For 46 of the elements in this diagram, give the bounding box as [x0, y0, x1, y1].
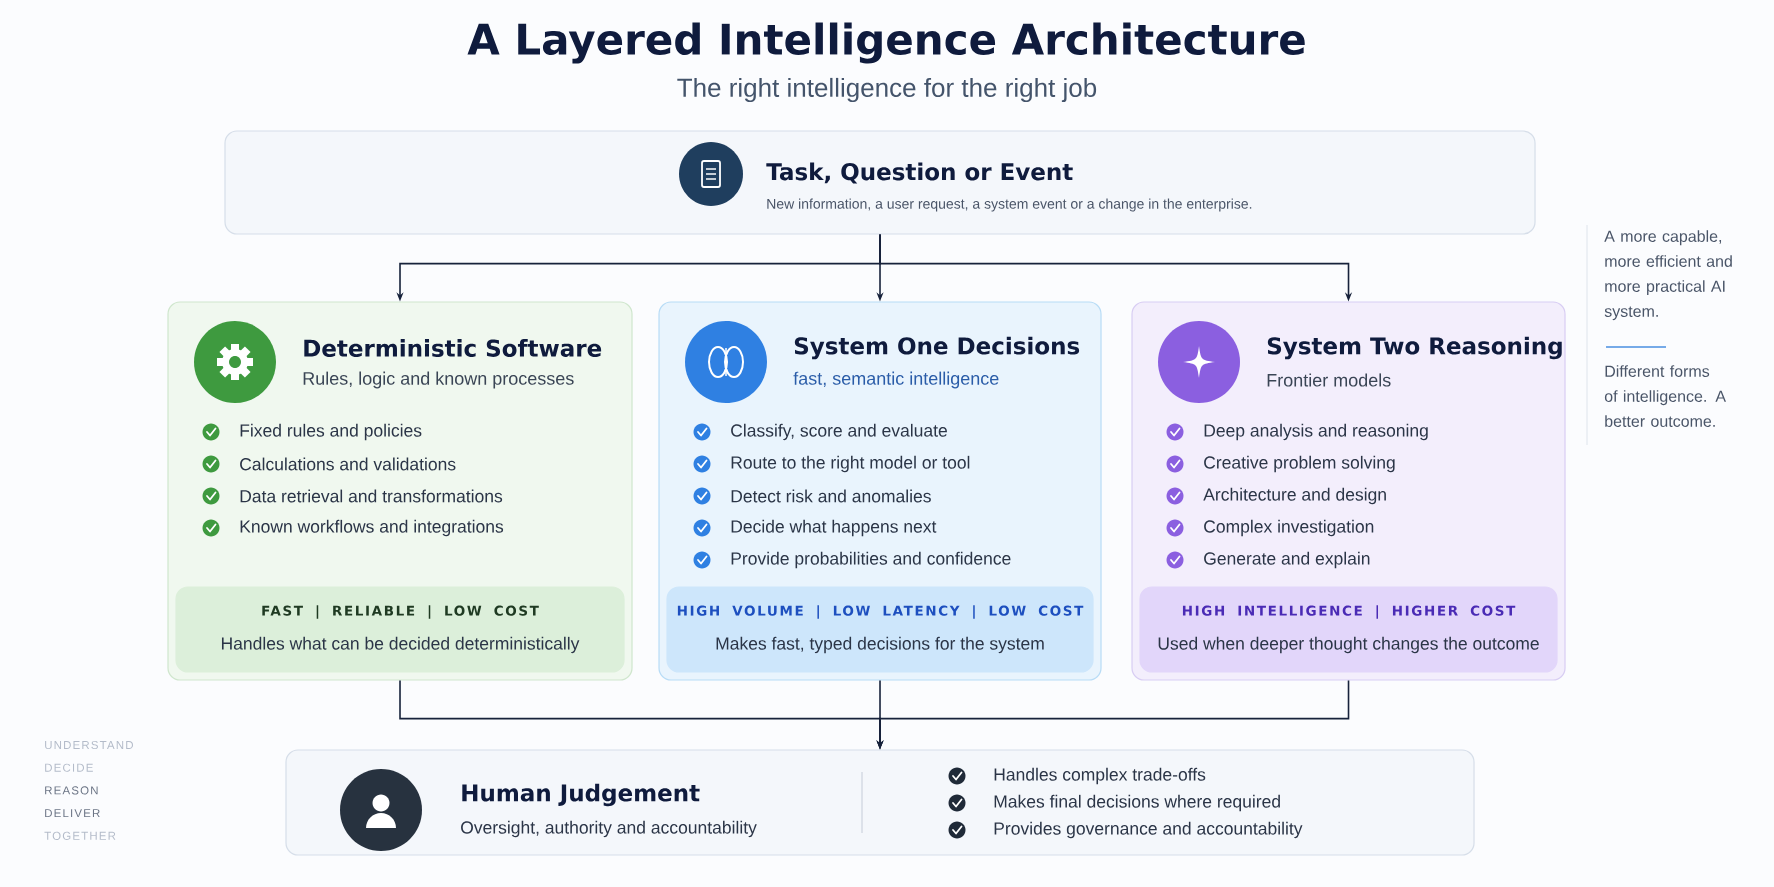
- input-box: [224, 130, 1536, 235]
- box-subtitle: Oversight, authority and accountability: [461, 820, 757, 838]
- box-subtitle: New information, a user request, a system event or a change in the enterprise.: [767, 198, 1252, 212]
- bullet-text: Detect risk and anomalies: [731, 489, 931, 503]
- bullet-text: Route to the right model or tool: [731, 455, 970, 473]
- side-word: DECIDE: [45, 763, 93, 772]
- bullet-text: Calculations and validations: [240, 457, 456, 471]
- human-box: [285, 749, 1475, 856]
- bullet-text: Classify, score and evaluate: [731, 423, 947, 441]
- side-word: TOGETHER: [44, 831, 116, 840]
- band-text: Makes fast, typed decisions for the system: [716, 636, 1044, 654]
- bullet-text: Handles complex trade-offs: [994, 767, 1206, 785]
- bullet-text: Generate and explain: [1204, 551, 1370, 569]
- side-word: REASON: [45, 786, 98, 795]
- card-title: System One Decisions: [794, 336, 1080, 360]
- card-subtitle: Frontier models: [1267, 373, 1391, 387]
- bullet-text: Known workflows and integrations: [240, 519, 504, 537]
- box-title: Task, Question or Event: [766, 162, 1073, 184]
- band-text: Handles what can be decided deterministically: [222, 636, 580, 654]
- card-subtitle: Rules, logic and known processes: [303, 371, 574, 389]
- side-note: A more capable, more efficient and more practical AI system.: [1604, 230, 1732, 321]
- bullet-text: Complex investigation: [1204, 519, 1374, 537]
- title: A Layered Intelligence Architecture: [467, 22, 1305, 64]
- bullet-text: Deep analysis and reasoning: [1204, 423, 1428, 441]
- side-note: Different forms of intelligence. A better outcome.: [1604, 365, 1726, 427]
- card-subtitle: fast, semantic intelligence: [793, 371, 999, 389]
- bullet-text: Data retrieval and transformations: [240, 489, 503, 503]
- subtitle: The right intelligence for the right job: [677, 77, 1097, 103]
- summary-band: [666, 586, 1094, 673]
- bullet-text: Architecture and design: [1203, 487, 1386, 505]
- band-text: Used when deeper thought changes the outcome: [1158, 636, 1539, 654]
- side-word: UNDERSTAND: [45, 740, 133, 750]
- tag-line: HIGH INTELLIGENCE | HIGHER COST: [1182, 605, 1516, 619]
- bullet-text: Provides governance and accountability: [994, 821, 1303, 839]
- bullet-text: Creative problem solving: [1204, 455, 1395, 473]
- box-title: Human Judgement: [462, 783, 700, 807]
- bullet-text: Decide what happens next: [731, 519, 937, 537]
- tag-line: FAST | RELIABLE | LOW COST: [262, 605, 539, 619]
- tag-line: HIGH VOLUME | LOW LATENCY | LOW COST: [677, 605, 1084, 619]
- card-title: Deterministic Software: [304, 339, 602, 357]
- side-word: DELIVER: [45, 809, 100, 818]
- bullet-text: Fixed rules and policies: [240, 423, 422, 441]
- card-title: System Two Reasoning: [1267, 336, 1562, 360]
- bullet-text: Makes final decisions where required: [994, 794, 1280, 812]
- summary-band: [1139, 586, 1558, 673]
- bullet-text: Provide probabilities and confidence: [731, 551, 1011, 569]
